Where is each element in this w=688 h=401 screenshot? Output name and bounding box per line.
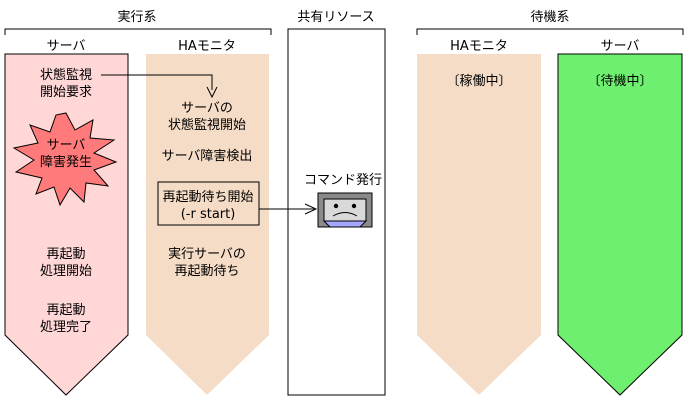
step-wait-exec-line1: 実行サーバの	[168, 246, 246, 262]
group-label-exec: 実行系	[117, 9, 156, 25]
arrow-monitor-request	[101, 74, 213, 90]
step-wait-restart-line2: (-r start)	[181, 207, 236, 222]
group-bracket-exec	[4, 28, 272, 35]
column-label-exec-ha: HAモニタ	[178, 39, 236, 54]
step-monitor-start-line2: 状態監視開始	[168, 117, 246, 133]
step-failure-line1: サーバ	[47, 138, 86, 153]
step-failure-detect: サーバ障害検出	[162, 148, 253, 164]
terminal-icon	[317, 192, 373, 228]
step-monitor-start-line1: サーバの	[181, 101, 233, 116]
step-restart-done-line1: 再起動	[46, 303, 85, 318]
lane-standby-server	[557, 53, 683, 396]
arrow-monitor-request-head	[206, 86, 218, 99]
lane-standby-ha	[417, 54, 541, 395]
lane-exec-server	[4, 53, 129, 396]
step-monitor-request-line2: 開始要求	[40, 85, 92, 100]
step-restart-done-line2: 処理完了	[40, 320, 92, 335]
standby-server-status: 〔待機中〕	[587, 74, 652, 89]
column-label-standby-server: サーバ	[601, 39, 640, 54]
step-wait-restart-line1: 再起動待ち開始	[162, 190, 253, 205]
group-bracket-standby	[416, 28, 684, 35]
step-restart-begin-line2: 処理開始	[40, 264, 92, 279]
group-label-standby: 待機系	[530, 10, 569, 25]
command-label: コマンド発行	[304, 173, 382, 188]
step-wait-exec-line2: 再起動待ち	[174, 264, 239, 279]
standby-ha-status: 〔稼働中〕	[446, 74, 511, 89]
wait-restart-box	[157, 181, 260, 226]
column-label-exec-server: サーバ	[47, 39, 86, 54]
step-monitor-request-line1: 状態監視	[40, 67, 92, 83]
step-failure-line2: 障害発生	[40, 154, 92, 170]
arrow-command-head	[304, 203, 318, 215]
failure-burst-icon	[12, 112, 118, 207]
group-label-shared: 共有リソース	[297, 10, 374, 25]
column-label-standby-ha: HAモニタ	[450, 39, 508, 54]
step-restart-begin-line1: 再起動	[46, 247, 85, 262]
